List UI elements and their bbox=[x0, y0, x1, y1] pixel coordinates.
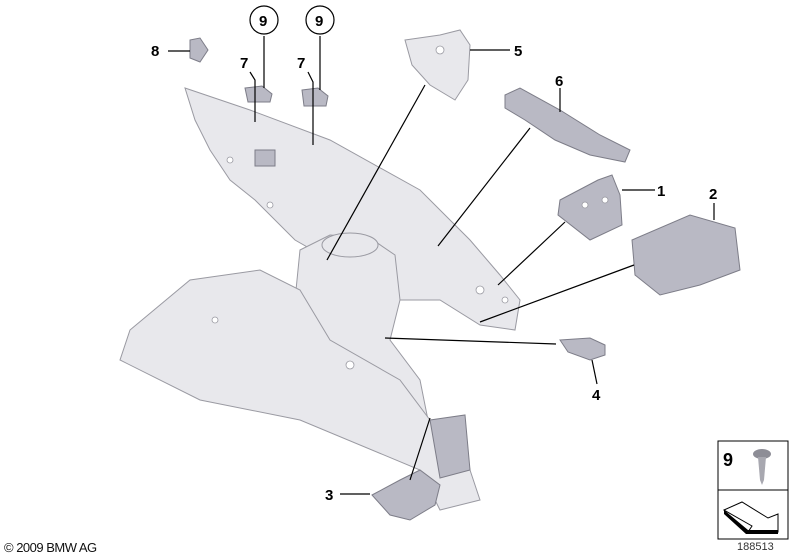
part-1-bracket bbox=[557, 174, 623, 241]
callout-3: 3 bbox=[325, 487, 333, 504]
direction-arrow-icon bbox=[722, 501, 779, 534]
callout-9b: 9 bbox=[315, 13, 323, 30]
callout-7b: 7 bbox=[297, 55, 305, 72]
callout-2: 2 bbox=[709, 186, 717, 203]
part-3-bracket bbox=[371, 469, 441, 521]
part-7-clip-right bbox=[301, 87, 329, 107]
part-4-bracket bbox=[559, 337, 606, 361]
callout-5: 5 bbox=[514, 43, 522, 60]
callout-circle-9b bbox=[305, 5, 335, 35]
callout-8: 8 bbox=[151, 43, 159, 60]
callout-circle-9a bbox=[249, 5, 279, 35]
part-8-bracket bbox=[189, 37, 209, 63]
leader-lines bbox=[168, 36, 715, 495]
callout-6: 6 bbox=[555, 73, 563, 90]
front-wall-assembly bbox=[119, 87, 521, 511]
part-6-bracket bbox=[504, 87, 631, 163]
callout-4: 4 bbox=[592, 387, 601, 404]
callout-7a: 7 bbox=[240, 55, 248, 72]
diagram-id: 188513 bbox=[737, 541, 774, 553]
callout-1: 1 bbox=[657, 183, 665, 200]
legend-number: 9 bbox=[723, 450, 733, 470]
part-5-bracket bbox=[404, 29, 471, 101]
copyright: © 2009 BMW AG bbox=[4, 540, 97, 555]
part-7-clip-left bbox=[244, 85, 273, 103]
callout-9a: 9 bbox=[259, 13, 267, 30]
screw-icon bbox=[753, 449, 771, 485]
part-2-bracket bbox=[631, 214, 741, 296]
legend-box: 9 bbox=[717, 440, 789, 540]
